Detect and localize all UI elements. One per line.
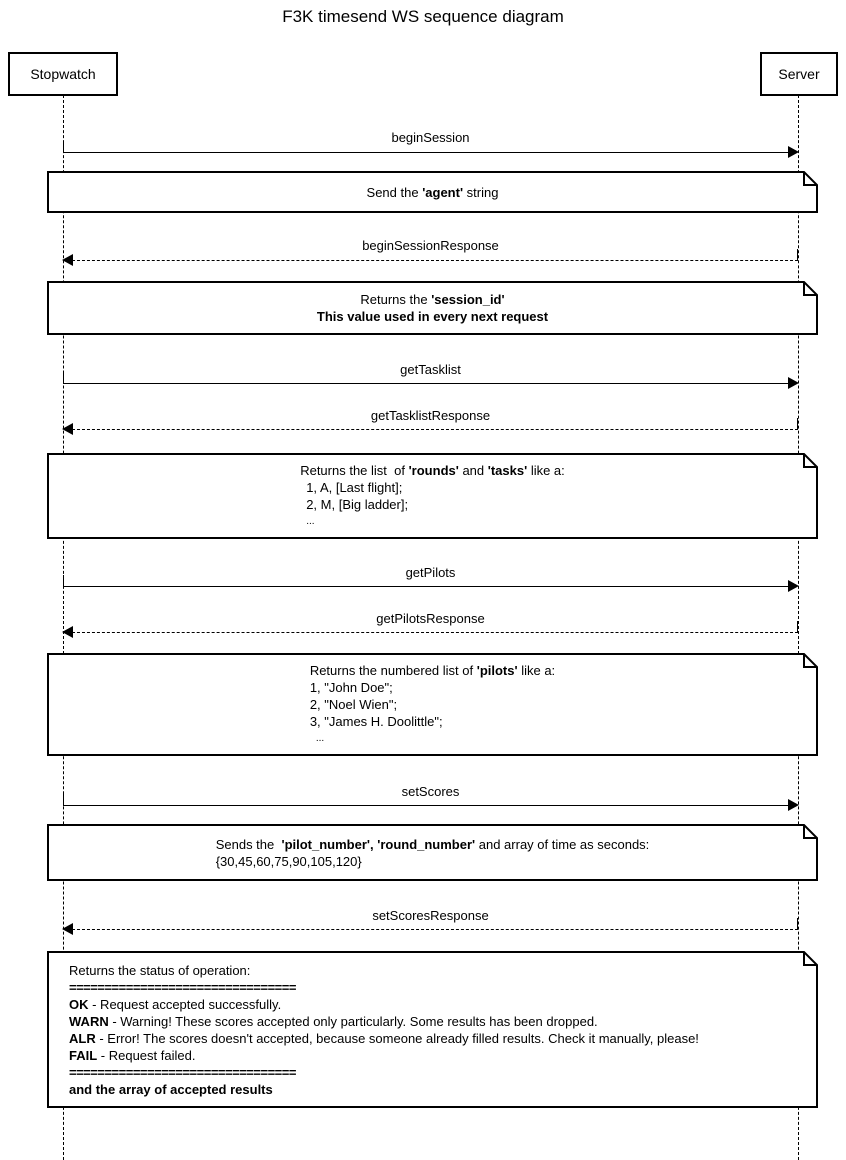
note-pilots-shape xyxy=(47,653,818,756)
page-title: F3K timesend WS sequence diagram xyxy=(282,7,564,26)
note-session-shape xyxy=(47,281,818,335)
message-label-beginSessionResponse: beginSessionResponse xyxy=(362,238,499,253)
note-tasklist-text: Returns the list of 'rounds' and 'tasks'… xyxy=(47,453,818,539)
message-label-getPilotsResponse: getPilotsResponse xyxy=(376,611,485,626)
message-stub-beginSession xyxy=(63,141,64,153)
message-line-getPilots xyxy=(63,586,789,587)
message-label-getPilots: getPilots xyxy=(405,565,456,580)
participant-stopwatch-label: Stopwatch xyxy=(30,66,96,82)
message-stub-getPilots xyxy=(63,575,64,587)
message-line-getTasklist xyxy=(63,383,789,384)
message-stub-getPilotsResponse xyxy=(797,621,798,633)
note-agent: Send the 'agent' string xyxy=(47,171,818,213)
note-tasklist: Returns the list of 'rounds' and 'tasks'… xyxy=(47,453,818,539)
note-agent-text: Send the 'agent' string xyxy=(47,171,818,213)
note-line: This value used in every next request xyxy=(316,309,549,324)
note-scores: Sends the 'pilot_number', 'round_number'… xyxy=(47,824,818,881)
message-line-beginSessionResponse xyxy=(72,260,798,261)
note-line: Sends the 'pilot_number', 'round_number'… xyxy=(215,836,650,852)
note-line: OK - Request accepted successfully. xyxy=(69,996,282,1012)
message-label-beginSession: beginSession xyxy=(391,130,470,145)
note-line-separator: ================================ xyxy=(69,979,296,995)
message-arrowhead-beginSession xyxy=(788,146,799,158)
message-arrowhead-beginSessionResponse xyxy=(62,254,73,266)
message-label-setScores: setScores xyxy=(401,784,460,799)
message-line-beginSession xyxy=(63,152,789,153)
participant-server[interactable]: Server xyxy=(760,52,838,96)
note-line: 2, "Noel Wien"; xyxy=(309,696,398,712)
note-line: Returns the list of 'rounds' and 'tasks'… xyxy=(300,462,565,478)
note-line: and the array of accepted results xyxy=(69,1081,273,1097)
note-session: Returns the 'session_id' This value used… xyxy=(47,281,818,335)
message-stub-setScoresResponse xyxy=(797,918,798,930)
note-line: 2, M, [Big ladder]; xyxy=(306,496,409,512)
note-pilots: Returns the numbered list of 'pilots' li… xyxy=(47,653,818,756)
message-arrowhead-getTasklist xyxy=(788,377,799,389)
note-line: 3, "James H. Doolittle"; xyxy=(309,713,443,729)
message-line-setScoresResponse xyxy=(72,929,798,930)
note-status: Returns the status of operation: =======… xyxy=(47,951,818,1108)
note-line: ... xyxy=(306,515,315,527)
note-line: Returns the status of operation: xyxy=(69,962,251,978)
note-line: Returns the numbered list of 'pilots' li… xyxy=(309,662,556,678)
note-line: FAIL - Request failed. xyxy=(69,1047,196,1063)
message-stub-getTasklistResponse xyxy=(797,418,798,430)
participant-stopwatch[interactable]: Stopwatch xyxy=(8,52,118,96)
note-agent-shape xyxy=(47,171,818,213)
message-arrowhead-setScoresResponse xyxy=(62,923,73,935)
message-line-getTasklistResponse xyxy=(72,429,798,430)
note-status-text: Returns the status of operation: =======… xyxy=(47,951,818,1108)
message-arrowhead-getPilotsResponse xyxy=(62,626,73,638)
message-stub-beginSessionResponse xyxy=(797,249,798,261)
message-label-setScoresResponse: setScoresResponse xyxy=(372,908,489,923)
note-line: {30,45,60,75,90,105,120} xyxy=(215,853,362,869)
participant-server-label: Server xyxy=(778,66,820,82)
message-label-getTasklist: getTasklist xyxy=(400,362,461,377)
note-pilots-text: Returns the numbered list of 'pilots' li… xyxy=(47,653,818,756)
note-line-separator: ================================ xyxy=(69,1064,296,1080)
note-line: ... xyxy=(315,732,325,744)
message-line-getPilotsResponse xyxy=(72,632,798,633)
message-arrowhead-setScores xyxy=(788,799,799,811)
note-line: ALR - Error! The scores doesn't accepted… xyxy=(69,1030,699,1046)
message-label-getTasklistResponse: getTasklistResponse xyxy=(370,408,491,423)
note-line: Send the 'agent' string xyxy=(366,184,499,200)
note-line: Returns the 'session_id' xyxy=(360,292,505,307)
message-line-setScores xyxy=(63,805,789,806)
message-arrowhead-getTasklistResponse xyxy=(62,423,73,435)
message-stub-getTasklist xyxy=(63,372,64,384)
message-arrowhead-getPilots xyxy=(788,580,799,592)
message-stub-setScores xyxy=(63,794,64,806)
note-line: 1, "John Doe"; xyxy=(309,679,393,695)
note-session-text: Returns the 'session_id' This value used… xyxy=(47,281,818,335)
note-line: 1, A, [Last flight]; xyxy=(306,479,403,495)
note-status-shape xyxy=(47,951,818,1108)
lifeline-server xyxy=(798,95,799,1160)
note-scores-shape xyxy=(47,824,818,881)
note-tasklist-shape xyxy=(47,453,818,539)
note-scores-text: Sends the 'pilot_number', 'round_number'… xyxy=(47,824,818,881)
note-line: WARN - Warning! These scores accepted on… xyxy=(69,1013,598,1029)
